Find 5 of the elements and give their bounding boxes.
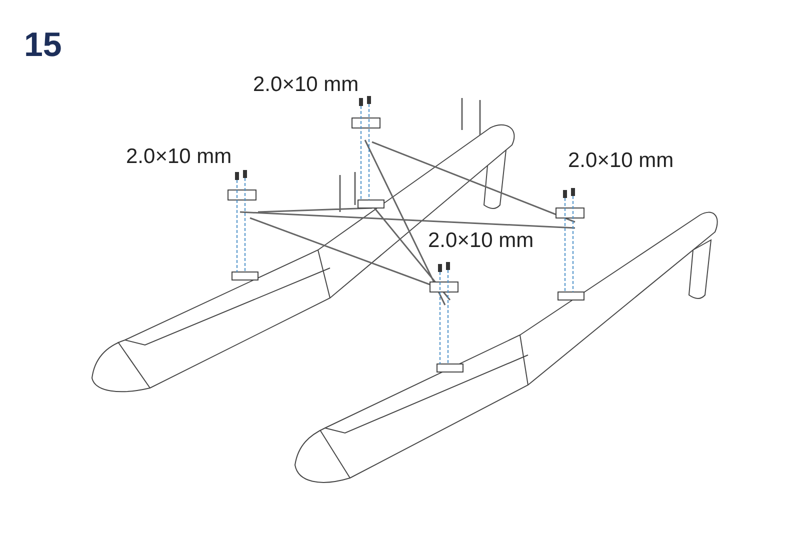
screw-size-label: 2.0×10 mm: [428, 230, 534, 251]
screw-size-label: 2.0×10 mm: [126, 146, 232, 167]
step-number: 15: [24, 28, 62, 62]
screw-size-label: 2.0×10 mm: [568, 150, 674, 171]
screw-size-label: 2.0×10 mm: [253, 74, 359, 95]
